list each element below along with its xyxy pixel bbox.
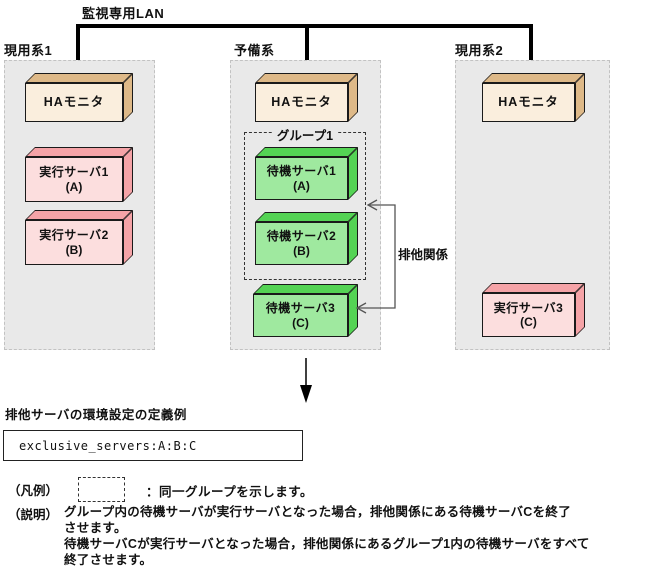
server-id: (C) <box>520 315 537 329</box>
box-front-face: HAモニタ <box>25 83 123 122</box>
box-top-face <box>25 73 133 83</box>
server-name: 実行サーバ1 <box>39 165 109 180</box>
box-top-face <box>255 73 358 83</box>
server-name: 待機サーバ1 <box>266 164 337 179</box>
legend-dashed-box <box>78 477 125 502</box>
box-front-face: 待機サーバ2 (B) <box>255 222 348 265</box>
definition-code-box: exclusive_servers:A:B:C <box>3 430 303 461</box>
standby-server-1-box: 待機サーバ1 (A) <box>255 147 358 200</box>
lan-label: 監視専用LAN <box>82 6 165 21</box>
box-top-face <box>482 73 585 83</box>
ha-monitor-label: HAモニタ <box>43 95 105 109</box>
legend-text: ：同一グループを示します。 <box>146 485 314 499</box>
box-top-face <box>255 147 358 157</box>
definition-title: 排他サーバの環境設定の定義例 <box>5 408 187 422</box>
exec-server-2-box: 実行サーバ2 (B) <box>25 210 133 265</box>
exec-server-1-box: 実行サーバ1 (A) <box>25 147 133 202</box>
explanation-line-2: させます。 <box>64 521 127 535</box>
box-front-face: HAモニタ <box>482 83 575 122</box>
box-front-face: HAモニタ <box>255 83 348 122</box>
explanation-line-4: 終了させます。 <box>64 553 153 567</box>
server-id: (B) <box>293 243 310 258</box>
box-top-face <box>253 284 358 294</box>
server-name: 実行サーバ2 <box>39 228 109 243</box>
box-top-face <box>482 283 585 293</box>
server-name: 実行サーバ3 <box>493 300 564 315</box>
box-front-face: 待機サーバ3 (C) <box>253 294 348 337</box>
server-id: (A) <box>293 178 310 193</box>
definition-code: exclusive_servers:A:B:C <box>19 438 197 453</box>
ha-monitor-box-3: HAモニタ <box>482 73 585 122</box>
box-top-face <box>255 212 358 222</box>
down-arrow-head <box>300 385 312 403</box>
active-system-2-label: 現用系2 <box>455 43 504 58</box>
server-id: (C) <box>292 315 309 330</box>
explanation-text: グループ内の待機サーバが実行サーバとなった場合，排他関係にある待機サーバCを終了… <box>64 504 590 568</box>
standby-server-3-box: 待機サーバ3 (C) <box>253 284 358 337</box>
server-name: 待機サーバ2 <box>266 229 337 244</box>
ha-monitor-box-1: HAモニタ <box>25 73 133 122</box>
ha-monitor-box-2: HAモニタ <box>255 73 358 122</box>
server-name: 待機サーバ3 <box>265 301 336 316</box>
box-top-face <box>25 147 133 157</box>
box-front-face: 待機サーバ1 (A) <box>255 157 348 200</box>
standby-server-2-box: 待機サーバ2 (B) <box>255 212 358 265</box>
box-front-face: 実行サーバ3 (C) <box>482 293 575 337</box>
box-front-face: 実行サーバ2 (B) <box>25 220 123 265</box>
explanation-line-3: 待機サーバCが実行サーバとなった場合，排他関係にあるグループ1内の待機サーバをす… <box>64 537 590 551</box>
standby-system-label: 予備系 <box>234 43 275 58</box>
server-id: (B) <box>65 242 83 257</box>
explanation-line-1: グループ内の待機サーバが実行サーバとなった場合，排他関係にある待機サーバCを終了 <box>64 505 572 519</box>
explanation-prefix: （説明） <box>8 508 59 522</box>
legend-prefix: （凡例） <box>8 484 59 498</box>
ha-monitor-label: HAモニタ <box>271 95 332 109</box>
box-top-face <box>25 210 133 220</box>
box-front-face: 実行サーバ1 (A) <box>25 157 123 202</box>
ha-monitor-label: HAモニタ <box>498 95 559 109</box>
active-system-1-label: 現用系1 <box>4 43 53 58</box>
exclusion-relation-label: 排他関係 <box>398 248 449 262</box>
group1-label: グループ1 <box>271 125 339 144</box>
server-id: (A) <box>65 179 83 194</box>
exec-server-3-box: 実行サーバ3 (C) <box>482 283 585 337</box>
